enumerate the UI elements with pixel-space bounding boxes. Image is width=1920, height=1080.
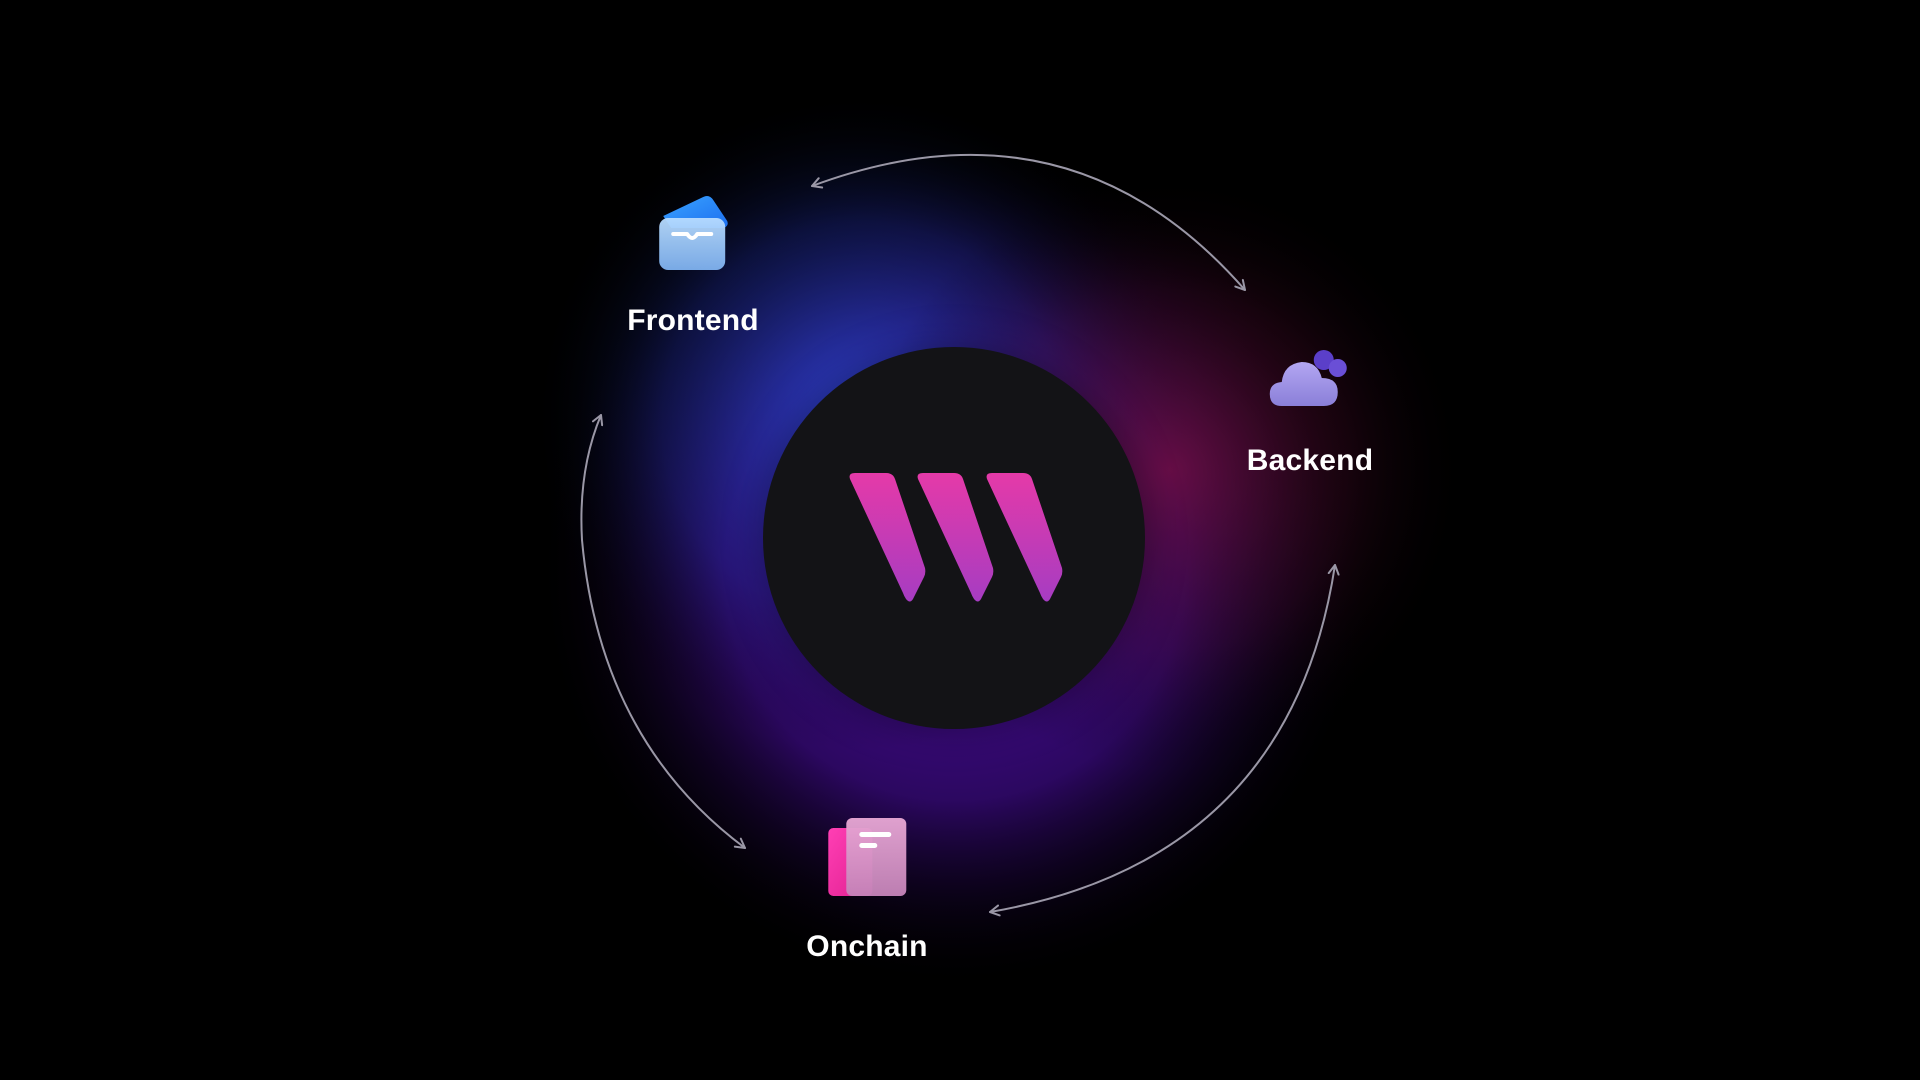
center-hub — [763, 347, 1145, 729]
w-logo-icon — [849, 473, 1063, 602]
wallet-icon — [658, 196, 728, 270]
arrow-backend-onchain — [989, 564, 1340, 917]
frontend-label: Frontend — [627, 304, 759, 337]
arrow-onchain-frontend — [580, 414, 746, 849]
onchain-label: Onchain — [806, 930, 928, 963]
backend-label: Backend — [1246, 444, 1374, 477]
node-backend: Backend — [1247, 348, 1373, 478]
cloud-icon — [1270, 350, 1347, 406]
arrow-frontend-backend — [811, 153, 1246, 291]
node-frontend: Frontend — [627, 194, 759, 338]
node-onchain: Onchain — [806, 816, 928, 964]
document-stack-icon — [827, 818, 906, 896]
